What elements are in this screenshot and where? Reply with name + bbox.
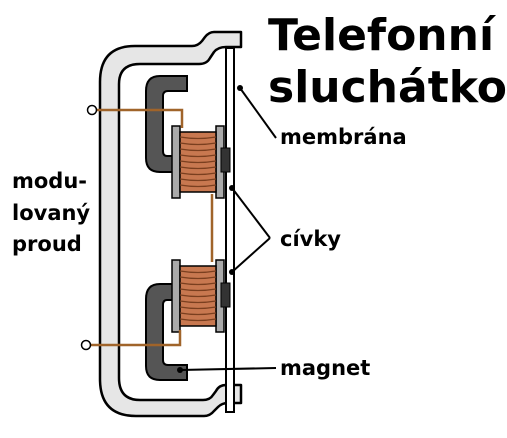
housing <box>98 30 243 418</box>
label-current-line-3: proud <box>12 232 82 256</box>
pointer-dot-coil-lower <box>229 269 235 275</box>
label-coils: cívky <box>280 227 341 251</box>
membrane <box>225 47 235 413</box>
coil-lower <box>171 259 231 333</box>
pointer-dot-membrane <box>237 85 243 91</box>
label-current-line-2: lovaný <box>12 201 91 225</box>
pointer-dot-coil-upper <box>229 185 235 191</box>
pointer-dot-magnet <box>177 367 183 373</box>
title-line-2: sluchátko <box>268 62 507 113</box>
wires <box>90 108 214 347</box>
coil-upper <box>171 125 231 199</box>
label-membrane: membrána <box>280 125 407 149</box>
leader-lines <box>179 87 277 371</box>
terminal-lower <box>80 339 92 351</box>
label-magnet: magnet <box>280 356 371 380</box>
label-current-line-1: modu- <box>12 169 88 193</box>
title-line-1: Telefonní <box>268 10 495 61</box>
terminal-upper <box>86 104 98 116</box>
magnet-lower <box>145 283 188 381</box>
